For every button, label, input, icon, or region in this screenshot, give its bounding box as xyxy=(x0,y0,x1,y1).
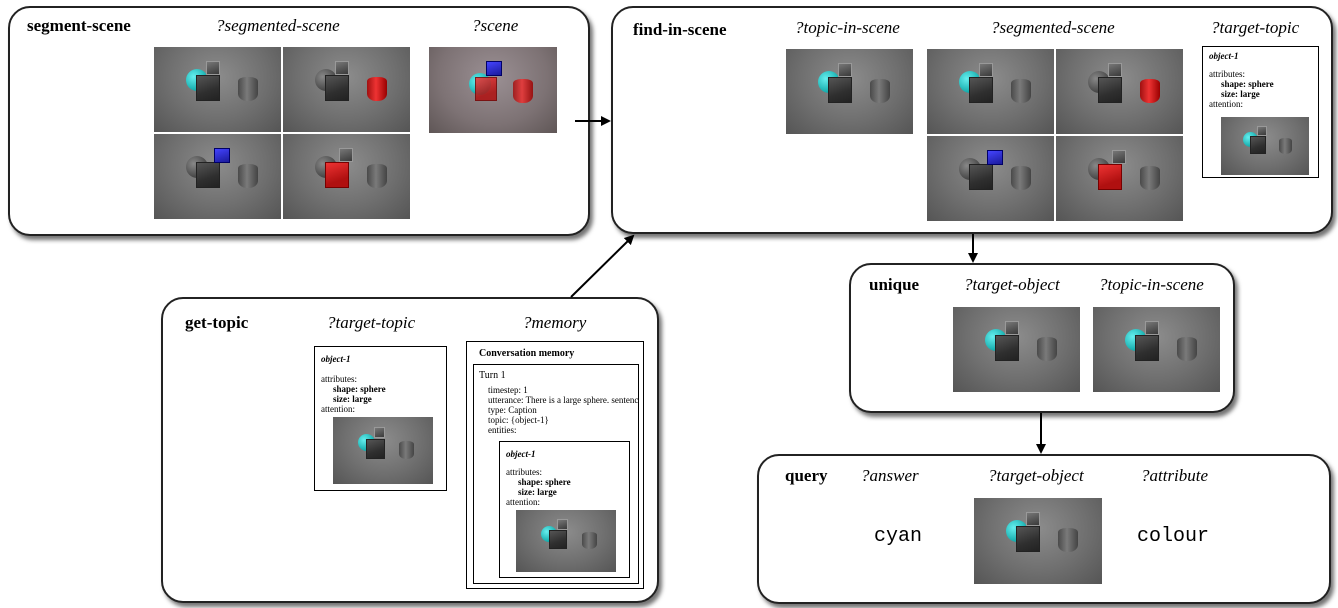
segment-scene-title: segment-scene xyxy=(27,16,131,35)
segment-blue-cube xyxy=(927,136,1054,221)
target-topic-variable: ?target-topic xyxy=(1211,18,1300,37)
segment-red-cube xyxy=(1056,136,1183,221)
size-attribute: size: large xyxy=(518,487,557,497)
timestep-line: timestep: 1 xyxy=(488,385,528,395)
attention-label: attention: xyxy=(321,404,355,414)
target-topic-card: object-1 attributes: shape: sphere size:… xyxy=(314,346,447,491)
segment-cyan-sphere xyxy=(154,47,281,132)
segment-red-cylinder xyxy=(1056,49,1183,134)
size-attribute: size: large xyxy=(333,394,372,404)
segmented-scene-variable: ?segmented-scene xyxy=(991,18,1115,37)
memory-header: Conversation memory xyxy=(479,348,575,359)
attention-label: attention: xyxy=(506,497,540,507)
target-object-variable: ?target-object xyxy=(964,275,1060,294)
topic-in-scene-variable: ?topic-in-scene xyxy=(795,18,900,37)
topic-in-scene-image xyxy=(1093,307,1220,392)
query-title: query xyxy=(785,466,828,485)
object-name: object-1 xyxy=(321,354,351,364)
size-attribute: size: large xyxy=(1221,89,1260,99)
attention-label: attention: xyxy=(1209,99,1243,109)
segment-blue-cube xyxy=(154,134,281,219)
turn-card: Turn 1 timestep: 1 utterance: There is a… xyxy=(473,364,639,584)
target-object-image xyxy=(953,307,1080,392)
answer-variable: ?answer xyxy=(861,466,919,485)
shape-attribute: shape: sphere xyxy=(518,477,571,487)
topic-line: topic: {object-1} xyxy=(488,415,549,425)
find-in-scene-title: find-in-scene xyxy=(633,20,727,39)
attention-image xyxy=(516,510,616,572)
arrow-gettopic-to-find xyxy=(570,234,635,298)
topic-in-scene-variable: ?topic-in-scene xyxy=(1099,275,1204,294)
object-name: object-1 xyxy=(1209,51,1239,61)
shape-attribute: shape: sphere xyxy=(333,384,386,394)
attention-image xyxy=(1221,117,1309,175)
object-name: object-1 xyxy=(506,449,536,459)
target-topic-variable: ?target-topic xyxy=(327,313,416,332)
entity-object-card: object-1 attributes: shape: sphere size:… xyxy=(499,441,630,578)
attention-image xyxy=(333,417,433,484)
target-object-variable: ?target-object xyxy=(988,466,1084,485)
attributes-label: attributes: xyxy=(321,374,357,384)
target-object-image xyxy=(974,498,1102,584)
segment-cyan-sphere xyxy=(927,49,1054,134)
attributes-label: attributes: xyxy=(506,467,542,477)
conversation-memory-card: Conversation memory Turn 1 timestep: 1 u… xyxy=(466,341,644,589)
scene-variable: ?scene xyxy=(472,16,519,35)
find-in-scene-box: find-in-scene ?topic-in-scene ?segmented… xyxy=(611,6,1333,234)
segment-scene-box: segment-scene ?segmented-scene ?scene xyxy=(8,6,590,236)
attribute-value: colour xyxy=(1137,525,1210,548)
segment-red-cube xyxy=(283,134,410,219)
attributes-label: attributes: xyxy=(1209,69,1245,79)
turn-label: Turn 1 xyxy=(479,370,506,381)
answer-value: cyan xyxy=(874,525,923,548)
unique-title: unique xyxy=(869,275,920,294)
entities-line: entities: xyxy=(488,425,517,435)
attribute-variable: ?attribute xyxy=(1141,466,1209,485)
topic-in-scene-image xyxy=(786,49,913,134)
utterance-line: utterance: There is a large sphere. sent… xyxy=(488,395,638,405)
unique-box: unique ?target-object ?topic-in-scene xyxy=(849,263,1235,413)
get-topic-box: get-topic ?target-topic ?memory object-1… xyxy=(161,297,659,603)
type-line: type: Caption xyxy=(488,405,537,415)
get-topic-title: get-topic xyxy=(185,313,249,332)
segmented-scene-variable: ?segmented-scene xyxy=(216,16,340,35)
query-box: query ?answer ?target-object ?attribute … xyxy=(757,454,1331,604)
full-scene-image xyxy=(429,47,557,133)
shape-attribute: shape: sphere xyxy=(1221,79,1274,89)
memory-variable: ?memory xyxy=(523,313,587,332)
segment-red-cylinder xyxy=(283,47,410,132)
target-topic-card: object-1 attributes: shape: sphere size:… xyxy=(1202,46,1319,178)
